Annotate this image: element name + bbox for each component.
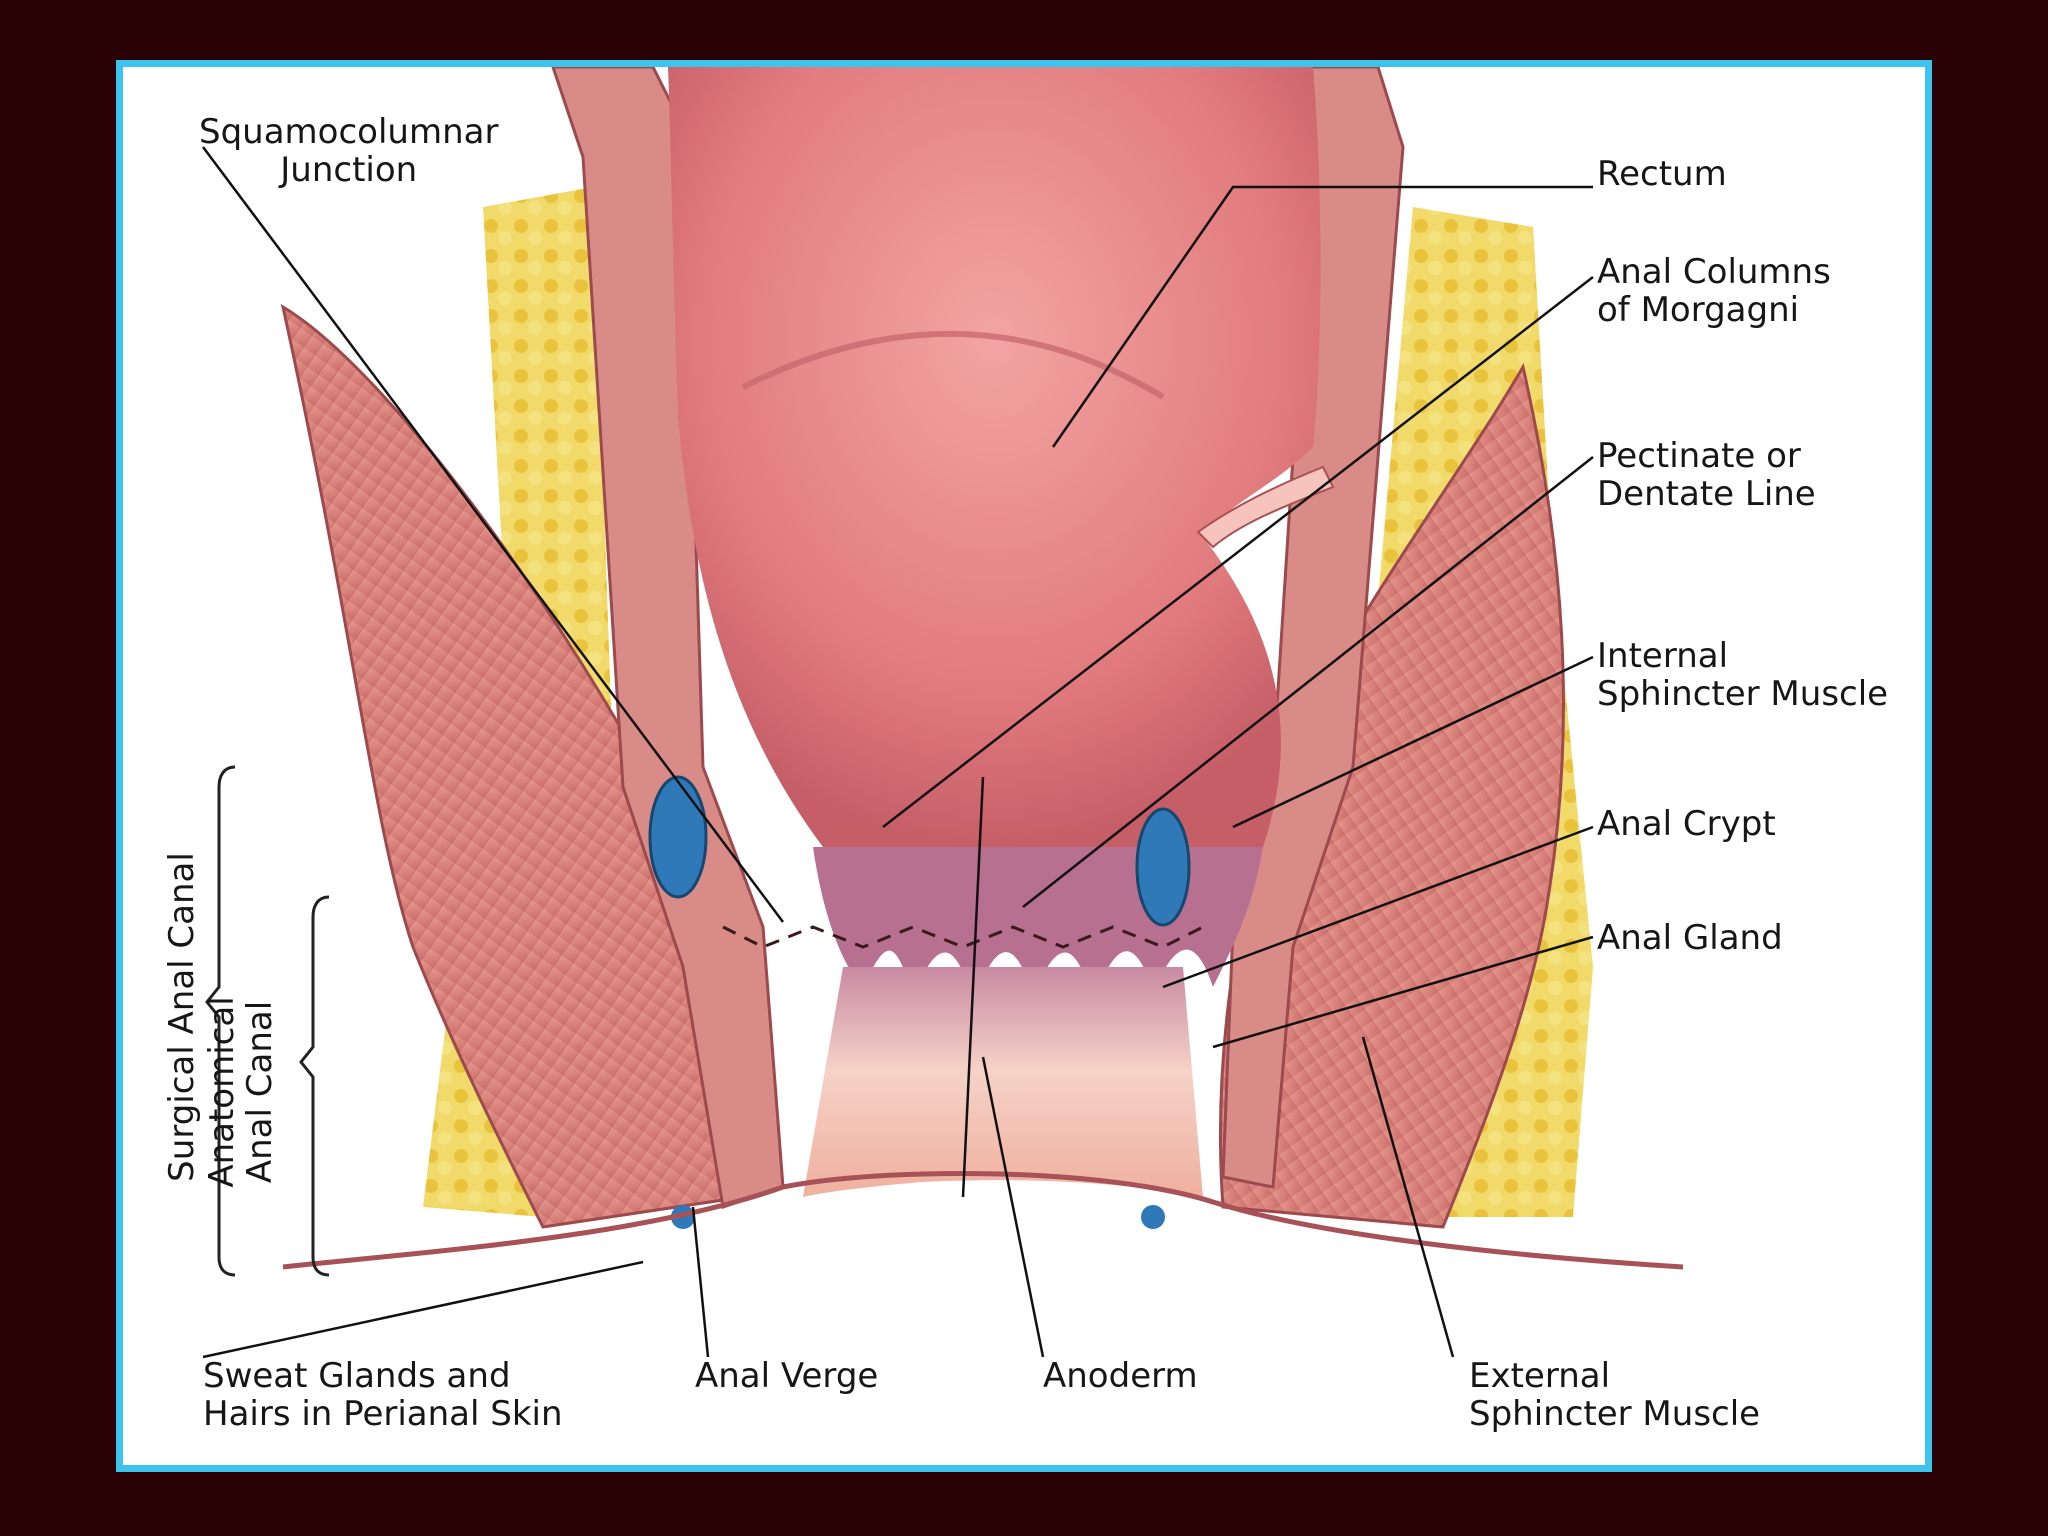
label-anal-gland: Anal Gland (1597, 919, 1783, 957)
label-pectinate-line: Pectinate or Dentate Line (1597, 437, 1816, 513)
label-line: Anal Canal (240, 1000, 280, 1184)
label-anoderm: Anoderm (1043, 1357, 1198, 1395)
label-line: Internal (1597, 636, 1729, 676)
label-line: Rectum (1597, 154, 1727, 194)
anatomical-canal-bracket (299, 895, 330, 1277)
label-line: Dentate Line (1597, 474, 1816, 514)
canal-brackets (205, 765, 330, 1277)
hemorrhoidal-veins (648, 775, 1191, 1229)
surgical-canal-bracket (205, 765, 236, 1277)
label-line: Sweat Glands and (203, 1356, 511, 1396)
rectal-lumen (668, 67, 1335, 847)
label-line: Pectinate or (1597, 436, 1801, 476)
perianal-skin (282, 1170, 1684, 1270)
label-line: Squamocolumnar (199, 112, 499, 152)
pectinate-line-mark (722, 925, 1204, 949)
label-line: Anal Verge (695, 1356, 879, 1396)
label-line: Anal Crypt (1597, 804, 1776, 844)
label-line: Junction (280, 150, 418, 190)
diagram-frame: Squamocolumnar Junction Rectum Anal Colu… (116, 60, 1932, 1472)
label-external-sphincter: External Sphincter Muscle (1469, 1357, 1760, 1433)
leader-lines (201, 146, 1594, 1359)
label-internal-sphincter: Internal Sphincter Muscle (1597, 637, 1888, 713)
label-line: Surgical Anal Canal (162, 852, 202, 1182)
label-anal-verge: Anal Verge (695, 1357, 878, 1395)
label-line: Anal Gland (1597, 918, 1783, 958)
label-squamocolumnar-junction: Squamocolumnar Junction (199, 113, 498, 189)
label-line: Anoderm (1043, 1356, 1198, 1396)
label-line: of Morgagni (1597, 290, 1800, 330)
label-anal-crypt: Anal Crypt (1597, 805, 1776, 843)
label-line: Anal Columns (1597, 252, 1831, 292)
label-rectum: Rectum (1597, 155, 1727, 193)
label-line: Sphincter Muscle (1469, 1394, 1761, 1434)
label-surgical-anal-canal: Surgical Anal Canal (162, 817, 203, 1217)
label-line: Anatomical (202, 996, 242, 1188)
anorectal-anatomy-illustration (201, 67, 1684, 1359)
label-sweat-glands: Sweat Glands and Hairs in Perianal Skin (203, 1357, 563, 1433)
anal-canal-anoderm (803, 967, 1203, 1197)
label-anal-columns: Anal Columns of Morgagni (1597, 253, 1831, 329)
label-line: Hairs in Perianal Skin (203, 1394, 563, 1434)
label-line: External (1469, 1356, 1611, 1396)
label-line: Sphincter Muscle (1597, 674, 1889, 714)
label-anatomical-anal-canal: Anatomical Anal Canal (202, 962, 283, 1222)
